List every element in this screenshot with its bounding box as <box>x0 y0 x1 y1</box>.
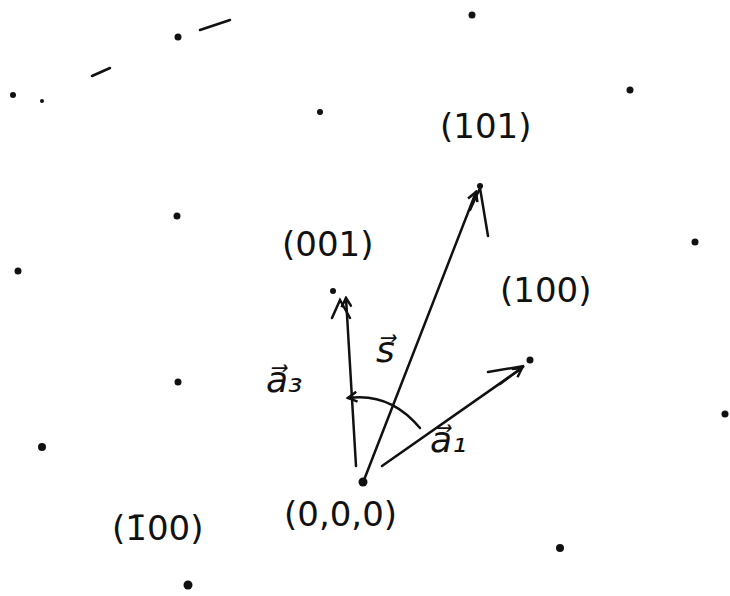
point-label: (001) <box>282 226 373 263</box>
vector-arrows <box>92 20 524 480</box>
lattice-points <box>10 12 729 590</box>
vector-label: s⃗ <box>376 330 395 370</box>
vector-label: a⃗₃ <box>266 360 303 400</box>
point-label: (1̄00) <box>112 510 203 547</box>
origin-label: (0,0,0) <box>284 496 397 533</box>
vector-label: a⃗₁ <box>430 420 467 460</box>
point-label: (100) <box>500 272 591 309</box>
point-label: (101) <box>440 108 531 145</box>
